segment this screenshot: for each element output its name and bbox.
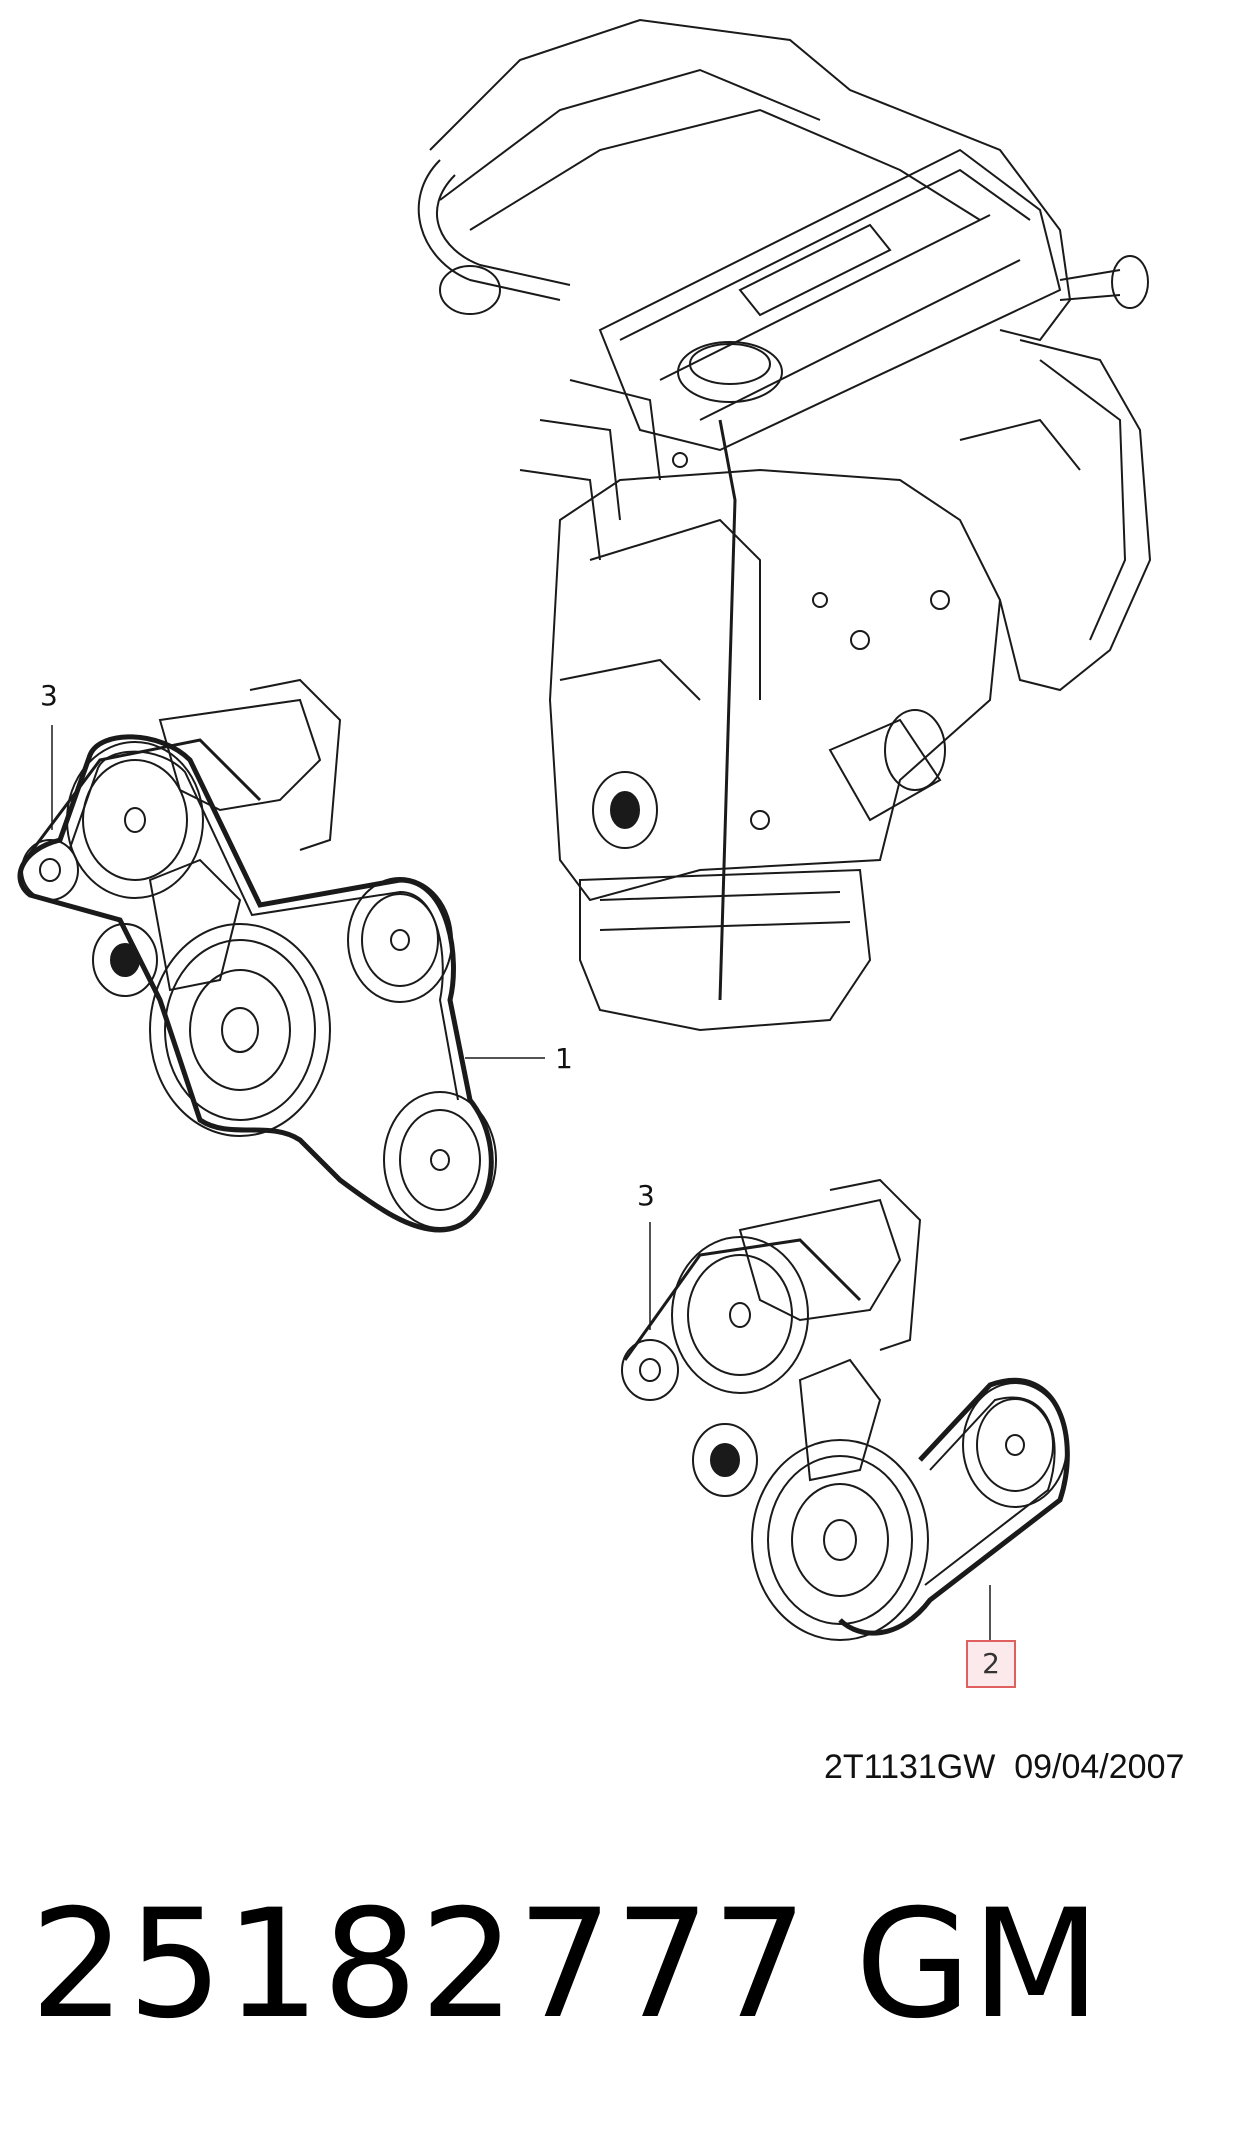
callout-lower-belt-highlighted[interactable]: 2 bbox=[966, 1640, 1016, 1688]
valve-cover bbox=[598, 148, 1062, 452]
lower-crank-pulley bbox=[751, 1439, 929, 1641]
callout-upper-idler: 3 bbox=[40, 679, 58, 712]
callout-upper-belt: 1 bbox=[555, 1042, 573, 1075]
oil-pan bbox=[579, 868, 872, 1032]
lower-belt bbox=[838, 1377, 1070, 1636]
belt-drive-upper bbox=[17, 678, 545, 1233]
oil-filter bbox=[828, 718, 942, 822]
lower-idler-belt bbox=[623, 1238, 862, 1361]
upper-belt bbox=[17, 734, 494, 1233]
upper-idler-pulley-small bbox=[21, 839, 79, 901]
lower-water-pump-pulley bbox=[671, 1236, 809, 1394]
belt-drive-lower bbox=[621, 1178, 1070, 1645]
part-number: 25182777 bbox=[30, 1878, 810, 2052]
oil-filler-cap bbox=[677, 341, 783, 403]
callout-lower-idler: 3 bbox=[637, 1179, 655, 1212]
engine-assembly bbox=[417, 18, 1152, 1032]
engine-block bbox=[548, 468, 1002, 902]
dipstick bbox=[718, 419, 737, 1001]
upper-crank-pulley bbox=[149, 923, 331, 1137]
engine-belt-diagram bbox=[17, 18, 1152, 1645]
drawing-reference-code: 2T1131GW 09/04/2007 bbox=[824, 1748, 1185, 1786]
upper-idler-belt bbox=[23, 738, 262, 861]
manufacturer-name: GM bbox=[855, 1878, 1101, 2052]
lower-idler-pulley-small bbox=[621, 1339, 679, 1401]
